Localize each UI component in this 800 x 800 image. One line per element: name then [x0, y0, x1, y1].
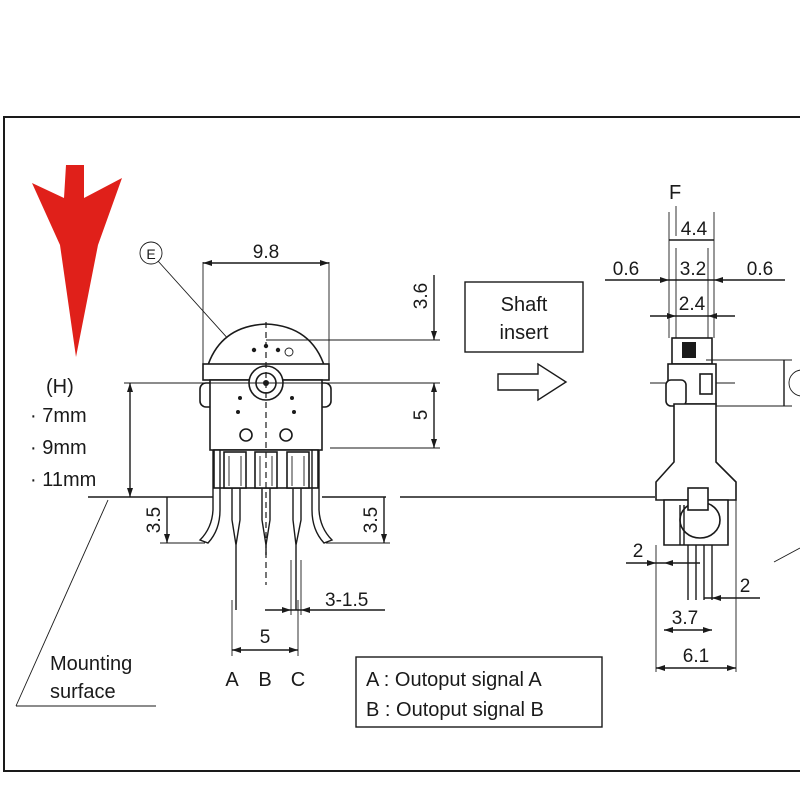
- terminal-b: B: [258, 669, 271, 691]
- dim-6-1: 6.1: [683, 646, 709, 667]
- legend-signal-b: B : Outoput signal B: [366, 699, 544, 721]
- side-view: F 4.4 3.2 0.6 0.6 2.4: [605, 182, 800, 672]
- dim-0-6-right: 0.6: [747, 259, 773, 280]
- side-view-label: F: [669, 182, 681, 204]
- dim-pin-pitch: 5: [260, 627, 271, 648]
- shaft-insert-callout: Shaft insert: [464, 281, 584, 402]
- marker-e: E: [146, 246, 155, 262]
- height-options: (H) · 7mm · 9mm · 11mm: [30, 376, 133, 497]
- mounting-label-line1: Mounting: [50, 653, 132, 675]
- dim-3-7: 3.7: [672, 608, 698, 629]
- signal-legend: A : Outoput signal A B : Outoput signal …: [355, 656, 603, 728]
- hollow-right-arrow-icon: [497, 362, 568, 402]
- dim-width: 9.8: [253, 242, 279, 263]
- height-option-9mm: · 9mm: [30, 437, 87, 459]
- dim-top-height: 3.6: [411, 283, 432, 309]
- shaft-insert-line2: insert: [500, 322, 549, 344]
- height-title: (H): [46, 376, 74, 398]
- dim-center-height: 5: [411, 410, 432, 421]
- legend-signal-a: A : Outoput signal A: [366, 669, 542, 691]
- drawing-frame: [3, 116, 800, 772]
- dim-2-4: 2.4: [679, 294, 706, 315]
- terminal-c: C: [291, 669, 305, 691]
- height-option-7mm: · 7mm: [30, 405, 87, 427]
- dim-0-6-left: 0.6: [613, 259, 639, 280]
- shaft-insert-box: [464, 281, 584, 353]
- dim-3-2: 3.2: [680, 259, 706, 280]
- shaft-insert-line1: Shaft: [501, 294, 548, 316]
- dim-left-offset: 3.5: [144, 507, 165, 533]
- dim-4-4: 4.4: [681, 219, 708, 240]
- dim-2-right: 2: [740, 576, 751, 597]
- marker-e-circle: [139, 241, 163, 265]
- red-arrow-icon: [32, 165, 122, 357]
- mounting-label-line2: surface: [50, 681, 116, 703]
- dim-right-offset: 3.5: [361, 507, 382, 533]
- legend-box: [355, 656, 603, 728]
- terminal-a: A: [225, 669, 239, 691]
- dim-pin-width: 3-1.5: [325, 590, 368, 611]
- front-view: 9.8 E: [124, 241, 440, 691]
- height-option-11mm: · 11mm: [30, 469, 96, 491]
- dim-2-left: 2: [633, 541, 644, 562]
